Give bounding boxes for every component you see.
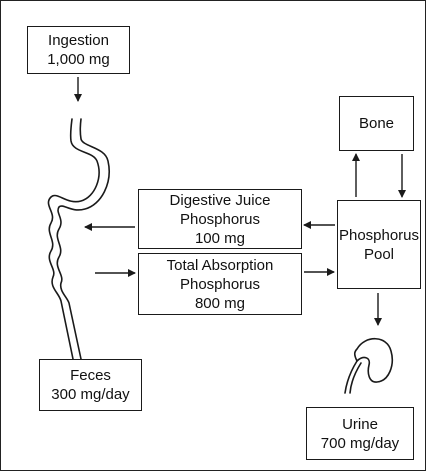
kidney-icon [345, 339, 392, 393]
ingestion-box: Ingestion 1,000 mg [27, 26, 130, 74]
total-absorption-amount: 800 mg [195, 294, 245, 313]
total-absorption-label: Total Absorption [167, 256, 274, 275]
digestive-juice-box: Digestive Juice Phosphorus 100 mg [138, 189, 302, 249]
feces-box: Feces 300 mg/day [39, 359, 142, 411]
urine-box: Urine 700 mg/day [306, 407, 414, 460]
urine-label: Urine [342, 415, 378, 434]
digestive-juice-amount: 100 mg [195, 229, 245, 248]
feces-label: Feces [70, 366, 111, 385]
digestive-juice-sub: Phosphorus [180, 210, 260, 229]
bone-label: Bone [359, 114, 394, 133]
phosphorus-pool-sub: Pool [364, 245, 394, 264]
digestive-juice-label: Digestive Juice [170, 191, 271, 210]
ingestion-label: Ingestion [48, 31, 109, 50]
ingestion-amount: 1,000 mg [47, 50, 110, 69]
phosphorus-pool-label: Phosphorus [339, 226, 419, 245]
digestive-tract-icon [48, 119, 109, 359]
total-absorption-sub: Phosphorus [180, 275, 260, 294]
urine-amount: 700 mg/day [321, 434, 399, 453]
total-absorption-box: Total Absorption Phosphorus 800 mg [138, 253, 302, 315]
feces-amount: 300 mg/day [51, 385, 129, 404]
bone-box: Bone [339, 96, 414, 151]
phosphorus-pool-box: Phosphorus Pool [337, 200, 421, 289]
